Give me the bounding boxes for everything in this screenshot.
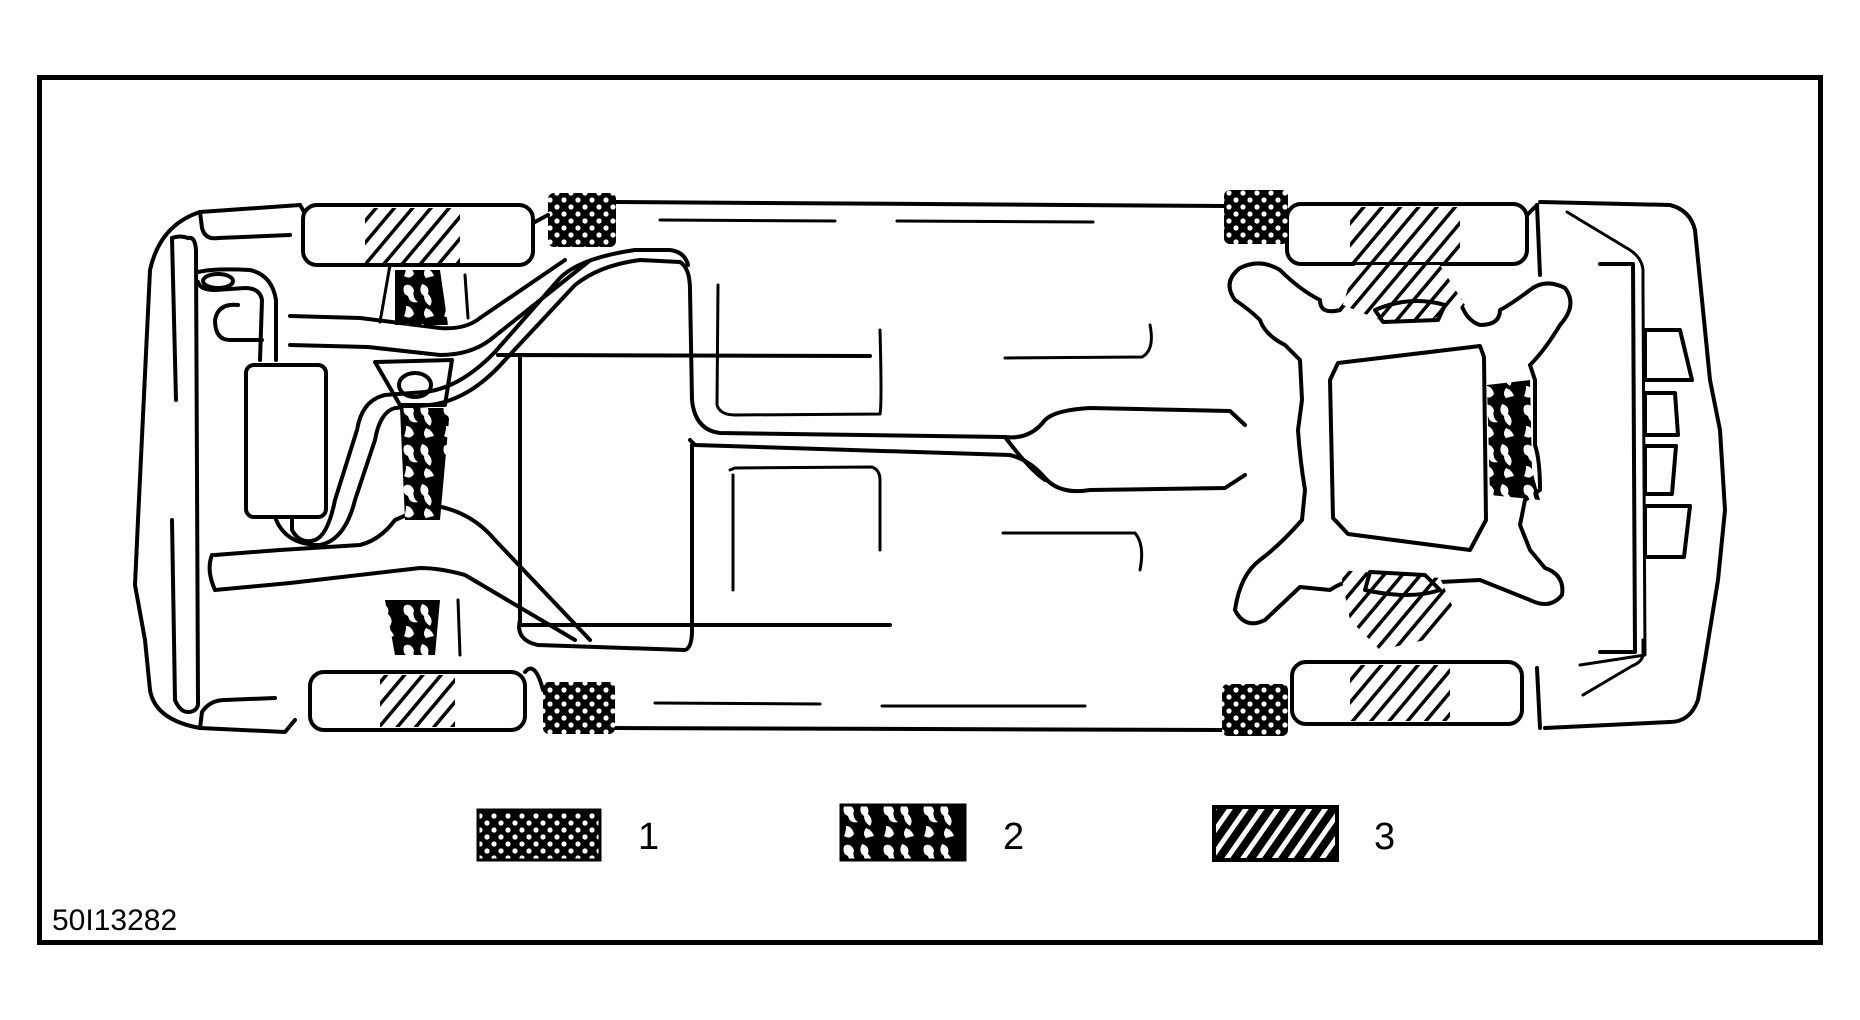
rear-exhaust <box>196 248 1247 547</box>
front-crossmember-area <box>1487 380 1540 500</box>
front-left-wheel <box>1285 202 1529 266</box>
front-suspension-right <box>1340 570 1455 650</box>
legend <box>476 803 1339 862</box>
legend-swatch-3 <box>1212 805 1339 862</box>
legend-label-1: 1 <box>638 816 660 858</box>
rear-suspension-left <box>378 263 470 325</box>
body-outline <box>133 200 1727 734</box>
rear-suspension-right <box>385 598 462 657</box>
lift-point-rear-left <box>548 193 616 247</box>
legend-label-3: 3 <box>1374 816 1396 858</box>
lift-points <box>523 190 1539 736</box>
lift-point-front-right <box>1222 684 1288 736</box>
lift-point-front-left <box>1224 190 1288 244</box>
figure-id-label: 50I13282 <box>52 904 178 937</box>
figure-frame <box>37 75 1823 945</box>
floor-panels <box>715 283 1153 592</box>
legend-swatch-1 <box>476 808 602 862</box>
front-right-wheel <box>1290 660 1524 726</box>
lift-point-rear-right <box>543 682 615 734</box>
rear-right-wheel <box>308 670 527 732</box>
rear-differential <box>373 358 454 520</box>
legend-swatch-2 <box>839 803 967 862</box>
rear-left-wheel <box>301 203 535 267</box>
front-suspension-left <box>1343 265 1465 324</box>
legend-label-2: 2 <box>1003 816 1025 858</box>
